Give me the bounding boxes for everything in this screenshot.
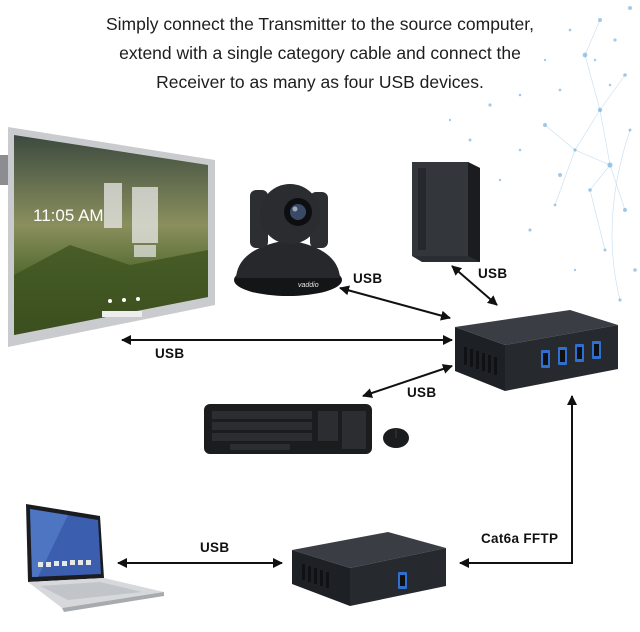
camera-usb-arrow <box>340 288 450 318</box>
storage-usb-label: USB <box>478 266 507 281</box>
laptop-usb-label: USB <box>200 540 229 555</box>
keyboard-usb-label: USB <box>407 385 436 400</box>
camera-usb-label: USB <box>353 271 382 286</box>
display-usb-label: USB <box>155 346 184 361</box>
cable-label: Cat6a FFTP <box>481 531 558 546</box>
